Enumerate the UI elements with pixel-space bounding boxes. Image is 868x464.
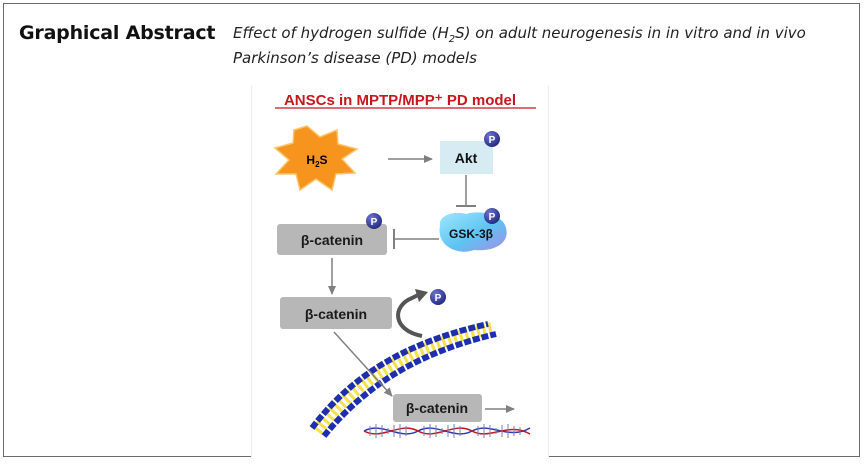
h2s-label: H2S xyxy=(306,153,327,169)
beta-catenin-box-1 xyxy=(277,224,387,255)
dna-icon xyxy=(363,424,531,438)
beta-catenin-box-3 xyxy=(393,394,482,422)
diagram-title: ANSCs in MPTP/MPP⁺ PD model xyxy=(284,92,516,109)
beta-catenin-label-2: β-catenin xyxy=(305,306,367,322)
beta-catenin-label-1: β-catenin xyxy=(301,232,363,248)
nuclear-membrane xyxy=(309,321,497,438)
beta-catenin-label-3: β-catenin xyxy=(406,400,468,416)
gsk3b-phospho-icon xyxy=(484,208,500,224)
graphical-abstract-heading: Graphical Abstract xyxy=(19,22,216,44)
subtitle-part2: S) on adult neurogenesis in in vitro and… xyxy=(233,24,806,67)
akt-box xyxy=(440,141,493,174)
beta-catenin-phospho-icon xyxy=(366,213,382,229)
gsk3b-phospho-label: P xyxy=(489,212,496,223)
beta-catenin-box-2 xyxy=(280,297,392,329)
subtitle-subscript: 2 xyxy=(448,34,456,45)
curved-arrow-head xyxy=(415,289,428,302)
beta-catenin-phospho-label: P xyxy=(371,217,378,228)
abstract-subtitle: Effect of hydrogen sulfide (H2S) on adul… xyxy=(233,24,843,67)
akt-phospho-icon xyxy=(484,131,500,147)
released-phospho-icon xyxy=(430,289,446,305)
released-phospho-label: P xyxy=(435,293,442,304)
arrow-catenin-to-nucleus xyxy=(333,331,393,397)
h2s-starburst-icon xyxy=(273,125,359,192)
subtitle-part1: Effect of hydrogen sulfide (H xyxy=(233,24,449,42)
pathway-diagram: ANSCs in MPTP/MPP⁺ PD model H2S Akt P GS… xyxy=(273,92,536,438)
curved-arrow xyxy=(396,292,423,338)
akt-label: Akt xyxy=(455,150,478,166)
abstract-frame: Graphical Abstract Effect of hydrogen su… xyxy=(3,3,860,457)
gsk3b-label: GSK-3β xyxy=(449,227,493,241)
pathway-figure: ANSCs in MPTP/MPP⁺ PD model H2S Akt P GS… xyxy=(252,86,548,457)
akt-phospho-label: P xyxy=(489,135,496,146)
